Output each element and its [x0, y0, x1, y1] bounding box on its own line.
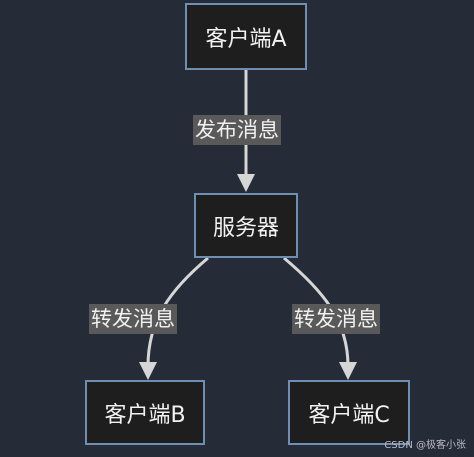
edge-label-server-to-c: 转发消息	[292, 304, 380, 334]
node-client-b: 客户端B	[85, 380, 205, 445]
edge-label-a-to-server: 发布消息	[193, 115, 281, 145]
node-client-c: 客户端C	[288, 380, 410, 445]
watermark-text: CSDN @极客小张	[384, 440, 466, 451]
arrowhead-server-to-b	[139, 362, 157, 380]
node-client-a: 客户端A	[185, 3, 307, 70]
node-server: 服务器	[194, 193, 298, 258]
arrowhead-a-to-server	[237, 174, 255, 192]
arrowhead-server-to-c	[339, 362, 357, 380]
edge-label-server-to-b: 转发消息	[89, 304, 177, 334]
